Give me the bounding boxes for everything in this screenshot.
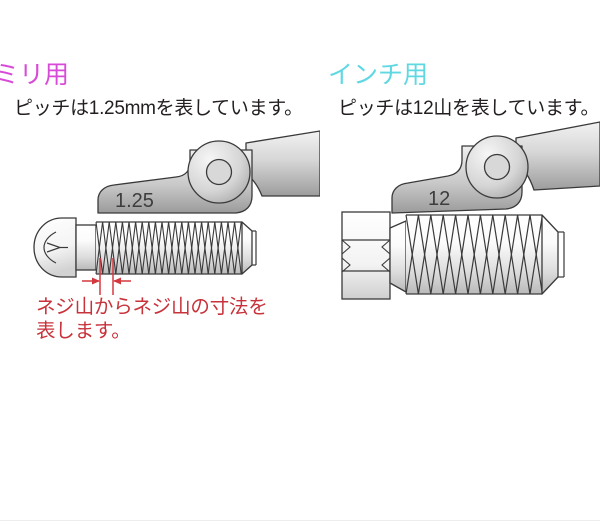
metric-thread-gauge-illustration: 1.25 — [33, 130, 320, 295]
panel-metric-subtitle: ピッチは1.25mmを表しています。 — [14, 98, 303, 119]
metric-gauge-label: 1.25 — [115, 190, 154, 212]
inch-gauge-pivot — [465, 135, 529, 199]
panel-metric: ミリ用 ピッチは1.25mmを表しています。 — [0, 61, 320, 344]
inch-gauge-upper-arm — [515, 121, 600, 191]
inch-gauge-label: 12 — [428, 188, 450, 210]
bottom-divider — [0, 520, 600, 521]
panel-metric-title: ミリ用 — [0, 61, 70, 89]
metric-thread-crests — [95, 221, 242, 275]
metric-callout: ネジ山からネジ山の寸法を 表します。 — [36, 296, 268, 344]
metric-callout-line2: 表します。 — [36, 319, 131, 342]
inch-bolt-hex-head — [341, 211, 391, 300]
panel-inch-title: インチ用 — [328, 61, 429, 89]
metric-screw — [33, 217, 257, 278]
panel-inch-subtitle: ピッチは12山を表しています。 — [338, 98, 600, 119]
panel-inch: インチ用 ピッチは12山を表しています。 — [320, 0, 600, 523]
metric-gauge-upper-arm — [245, 130, 320, 197]
metric-gauge-pivot — [187, 140, 251, 204]
metric-pitch-dimension-marker — [82, 258, 131, 295]
inch-bolt — [341, 211, 565, 300]
metric-callout-line1: ネジ山からネジ山の寸法を — [36, 296, 268, 318]
inch-thread-gauge-illustration: 12 — [341, 121, 600, 300]
inch-thread-crests — [405, 214, 543, 295]
